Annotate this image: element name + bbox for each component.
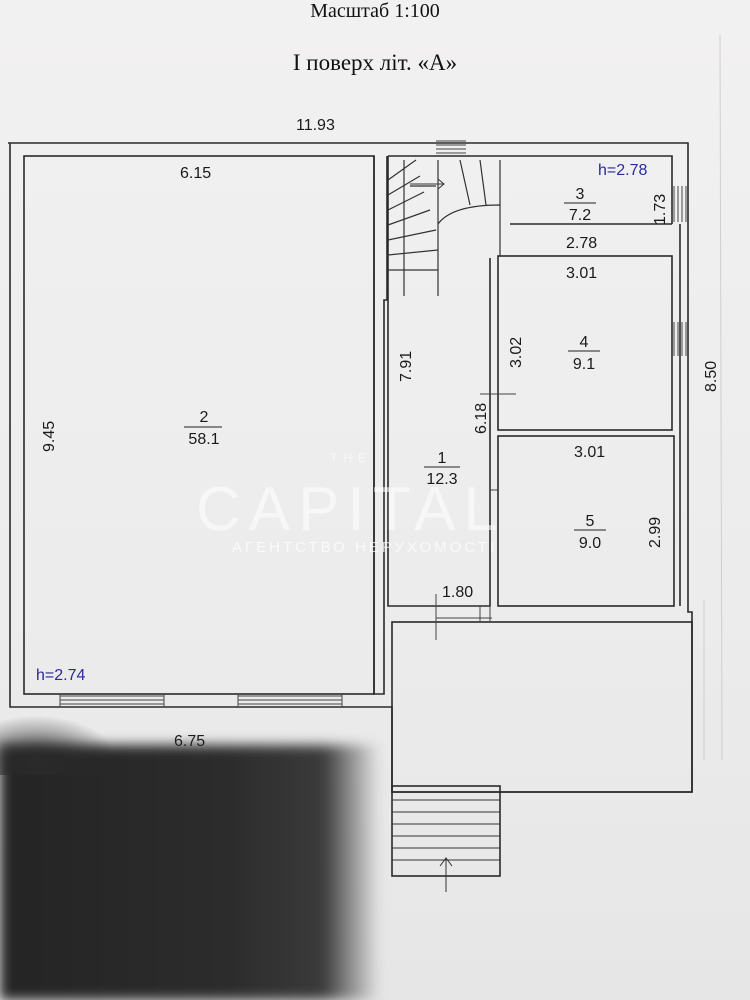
- entrance-door: [435, 594, 492, 640]
- window-bottom-right: [237, 694, 343, 707]
- entrance-arrow: [439, 857, 453, 892]
- room-label-5: 5 9.0: [574, 513, 606, 552]
- watermark-subtitle: АГЕНТСТВО НЕРУХОМОСТІ: [232, 539, 497, 556]
- step-treads: [392, 799, 500, 861]
- dim-room3-width: 2.78: [566, 235, 597, 252]
- dim-room2-top: 6.15: [180, 165, 211, 182]
- dim-room5-width: 3.01: [574, 444, 605, 461]
- dim-room4-width: 3.01: [566, 265, 597, 282]
- room-label-4: 4 9.1: [568, 334, 600, 373]
- room-number: 2: [200, 409, 209, 426]
- dim-hall-height: 7.91: [398, 351, 415, 382]
- room-number: 5: [586, 513, 595, 530]
- room-5-outline: [497, 435, 675, 607]
- watermark-brand: CAPITAL: [196, 475, 506, 544]
- window-room-3: [673, 186, 687, 222]
- dim-room2-height: 9.45: [41, 421, 58, 452]
- dim-right-height: 8.50: [703, 361, 720, 392]
- ceiling-height-left: h=2.74: [36, 667, 85, 684]
- room-3-outline: [388, 155, 673, 224]
- window-bottom-left: [59, 694, 165, 707]
- partition-wall: [373, 156, 388, 695]
- window-top: [436, 140, 466, 154]
- porch-outline: [391, 621, 693, 793]
- photo-shadow: [0, 745, 380, 1000]
- faint-guide-lines: [703, 34, 723, 761]
- room-area: 9.0: [579, 535, 601, 552]
- ceiling-height-right: h=2.78: [598, 162, 647, 179]
- dim-hall-partial: 6.18: [473, 403, 490, 434]
- room-area: 9.1: [573, 356, 595, 373]
- room-label-2: 2 58.1: [184, 409, 222, 448]
- window-room-4: [673, 322, 687, 356]
- dim-overall-width: 11.93: [296, 117, 335, 134]
- room-label-3: 3 7.2: [564, 186, 596, 224]
- room-4-outline: [497, 255, 673, 431]
- room-number: 4: [580, 334, 589, 351]
- room-label-1: 1 12.3: [424, 450, 460, 488]
- staircase: [387, 159, 501, 296]
- room-area: 7.2: [569, 207, 591, 224]
- photo-shadow-edge: [0, 715, 120, 775]
- room-area: 12.3: [426, 471, 457, 488]
- floor-heading: І поверх літ. «А»: [292, 50, 458, 75]
- dim-room4-height: 3.02: [508, 337, 525, 368]
- room-number: 1: [438, 450, 447, 467]
- dim-room5-height: 2.99: [647, 517, 664, 548]
- dim-room3-side: 1.73: [652, 194, 669, 225]
- scale-heading: Масштаб 1:100: [310, 0, 440, 22]
- watermark-the: THE: [330, 451, 372, 465]
- dim-hall-width: 1.80: [442, 584, 473, 601]
- stair-arrow: [410, 178, 445, 190]
- hall-outline: [387, 156, 491, 607]
- room-number: 3: [576, 186, 585, 203]
- room-area: 58.1: [188, 431, 219, 448]
